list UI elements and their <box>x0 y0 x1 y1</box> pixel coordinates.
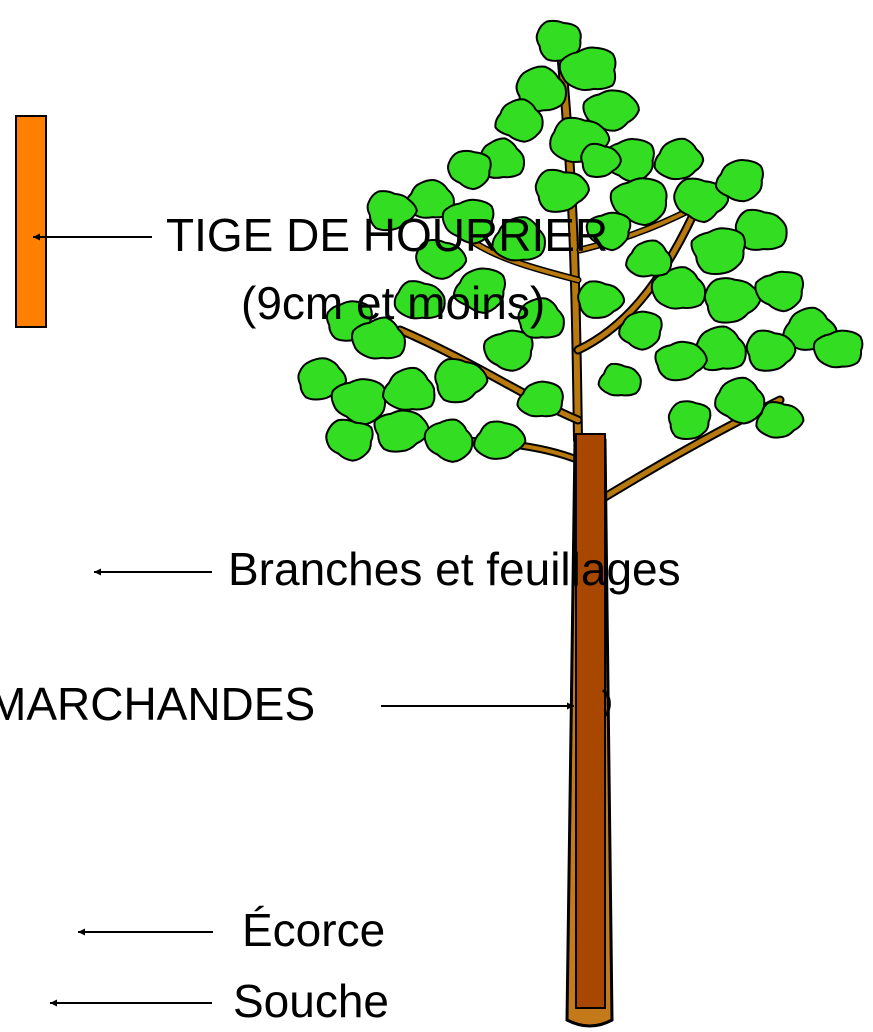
leaf-clump <box>599 364 641 396</box>
ecorce-label: Écorce <box>242 907 385 953</box>
leaf-clump <box>536 170 589 212</box>
leaf-clump <box>655 342 706 380</box>
marchandes-label: MARCHANDES <box>0 681 315 727</box>
leaf-clump <box>425 419 473 461</box>
leaf-clump <box>578 281 624 318</box>
leaf-clump <box>484 331 533 371</box>
branches-label: Branches et feuillages <box>228 546 681 592</box>
leaf-clump <box>374 410 428 451</box>
leaf-clump <box>383 368 434 410</box>
tige-sublabel: (9cm et moins) <box>241 280 545 326</box>
souche-label: Souche <box>233 978 389 1024</box>
leaf-clump <box>715 378 764 424</box>
leaf-clump <box>756 402 803 437</box>
leaf-clump <box>755 272 803 311</box>
leaf-clump <box>474 422 525 459</box>
leaf-clump <box>517 382 562 417</box>
tige-label: TIGE DE HOURRIER <box>166 212 608 258</box>
leaf-clump <box>326 420 372 461</box>
trunk <box>576 434 605 1008</box>
leaf-clump <box>448 151 491 189</box>
sapling-stem <box>16 116 46 327</box>
leaf-clump <box>691 228 744 274</box>
leaf-clump <box>655 139 704 179</box>
leaf-clump <box>716 160 763 201</box>
leaf-clump <box>814 331 863 368</box>
leaf-clump <box>705 278 760 323</box>
leaf-clump <box>626 241 671 277</box>
leaf-clump <box>669 401 711 439</box>
